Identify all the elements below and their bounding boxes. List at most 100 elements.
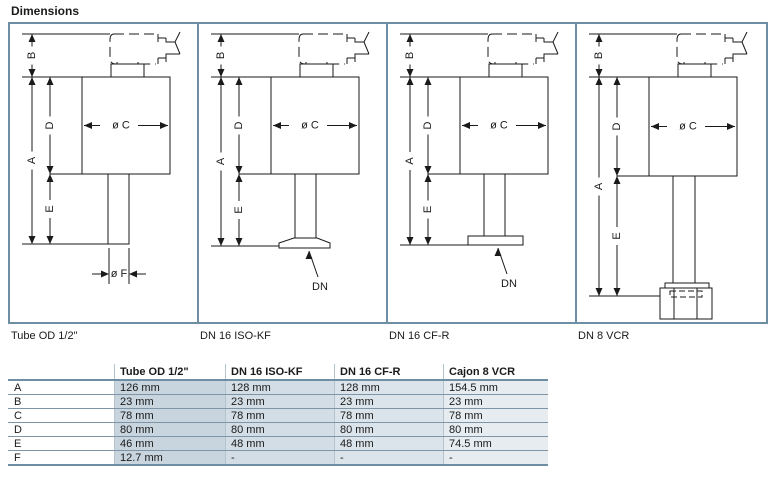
table-cell: 80 mm: [225, 422, 335, 437]
caption-iso-kf: DN 16 ISO-KF: [200, 330, 271, 342]
dimension-b-arrow: [595, 69, 603, 77]
dimension-c-arrow: [538, 122, 546, 129]
connector-dashed-outline: [298, 33, 345, 65]
connector-pins-bottom: [157, 53, 180, 64]
dimension-e-label: E: [233, 206, 245, 213]
vcr-hidden-gasket: [669, 290, 703, 298]
table-cell: 12.7 mm: [114, 450, 226, 466]
iso-kf-flange: [278, 237, 331, 249]
section-title: Dimensions: [11, 4, 80, 18]
dimension-e-label: E: [422, 206, 434, 213]
dimension-d-arrow: [424, 77, 432, 85]
dimension-a-arrow: [217, 238, 225, 246]
tube: [483, 173, 506, 237]
dimensions-table: Tube OD 1/2" DN 16 ISO-KF DN 16 CF-R Caj…: [8, 364, 548, 466]
dimension-a-arrow: [28, 77, 36, 85]
dimension-d-arrow: [235, 77, 243, 85]
dimension-e-arrow: [235, 238, 243, 246]
dimension-a-arrow: [28, 236, 36, 244]
dn-pointer-arrow: [305, 251, 313, 259]
dimension-d-label: D: [611, 122, 623, 130]
mount-block: [110, 63, 145, 78]
table-cell: 46 mm: [114, 436, 226, 451]
dimension-d-label: D: [44, 121, 56, 129]
row-label: C: [8, 408, 115, 423]
dimension-c-arrow: [84, 122, 92, 129]
dimension-d-arrow: [424, 166, 432, 174]
dimension-a-label: A: [26, 156, 38, 164]
dimension-b-arrow: [217, 34, 225, 42]
caption-tube-od: Tube OD 1/2": [11, 330, 78, 342]
connector-pins-top: [535, 31, 559, 55]
header-cf-r: DN 16 CF-R: [334, 364, 444, 381]
dimension-d-arrow: [235, 166, 243, 174]
dimension-d-arrow: [46, 77, 54, 85]
table-cell: 80 mm: [334, 422, 444, 437]
mount-block: [677, 63, 712, 78]
header-iso-kf: DN 16 ISO-KF: [225, 364, 335, 381]
row-label: D: [8, 422, 115, 437]
row-label: F: [8, 450, 115, 466]
dimension-b-label: B: [593, 52, 605, 59]
connector-pins-top: [157, 31, 181, 55]
cf-flange: [467, 235, 524, 246]
row-label: B: [8, 394, 115, 409]
tube: [672, 175, 696, 284]
table-header-row: Tube OD 1/2" DN 16 ISO-KF DN 16 CF-R Caj…: [8, 364, 548, 381]
connector-pins-bottom: [535, 53, 558, 64]
dimension-c-arrow: [462, 122, 470, 129]
dimension-a-label: A: [593, 182, 605, 190]
connector-pins-top: [346, 31, 370, 55]
connector-pins-top: [724, 31, 748, 55]
dimension-e-arrow: [46, 174, 54, 182]
dimension-b-label: B: [215, 52, 227, 59]
dimension-b-arrow: [217, 69, 225, 77]
row-label: E: [8, 436, 115, 451]
dimension-c-arrow: [160, 122, 168, 129]
header-tube-od: Tube OD 1/2": [114, 364, 226, 381]
dimension-c-arrow: [727, 123, 735, 130]
table-cell: 48 mm: [225, 436, 335, 451]
connector-dashed-outline: [676, 33, 723, 65]
dimension-e-arrow: [235, 174, 243, 182]
dimension-a-arrow: [217, 77, 225, 85]
dimension-b-arrow: [406, 34, 414, 42]
vcr-nut: [659, 287, 713, 320]
dimension-a-arrow: [595, 77, 603, 85]
table-cell: 78 mm: [443, 408, 548, 423]
dimension-c-label: ø C: [301, 119, 319, 131]
table-cell: 78 mm: [225, 408, 335, 423]
dimension-b-label: B: [404, 52, 416, 59]
dimension-e-arrow: [613, 176, 621, 184]
dimension-f-arrow: [129, 270, 137, 278]
table-cell: 23 mm: [225, 394, 335, 409]
table-cell: 23 mm: [114, 394, 226, 409]
table-cell: -: [225, 450, 335, 466]
dimension-d-arrow: [613, 77, 621, 85]
table-cell: 23 mm: [443, 394, 548, 409]
dimension-b-arrow: [406, 69, 414, 77]
tube: [107, 173, 130, 245]
dimension-e-arrow: [613, 288, 621, 296]
connector-outline: [676, 31, 748, 65]
table-cell: 128 mm: [334, 380, 444, 395]
table-cell: 74.5 mm: [443, 436, 548, 451]
dimension-c-label: ø C: [490, 119, 508, 131]
dimension-d-arrow: [46, 166, 54, 174]
table-cell: 78 mm: [334, 408, 444, 423]
mount-block: [488, 63, 523, 78]
mount-block: [299, 63, 334, 78]
dimension-c-arrow: [651, 123, 659, 130]
